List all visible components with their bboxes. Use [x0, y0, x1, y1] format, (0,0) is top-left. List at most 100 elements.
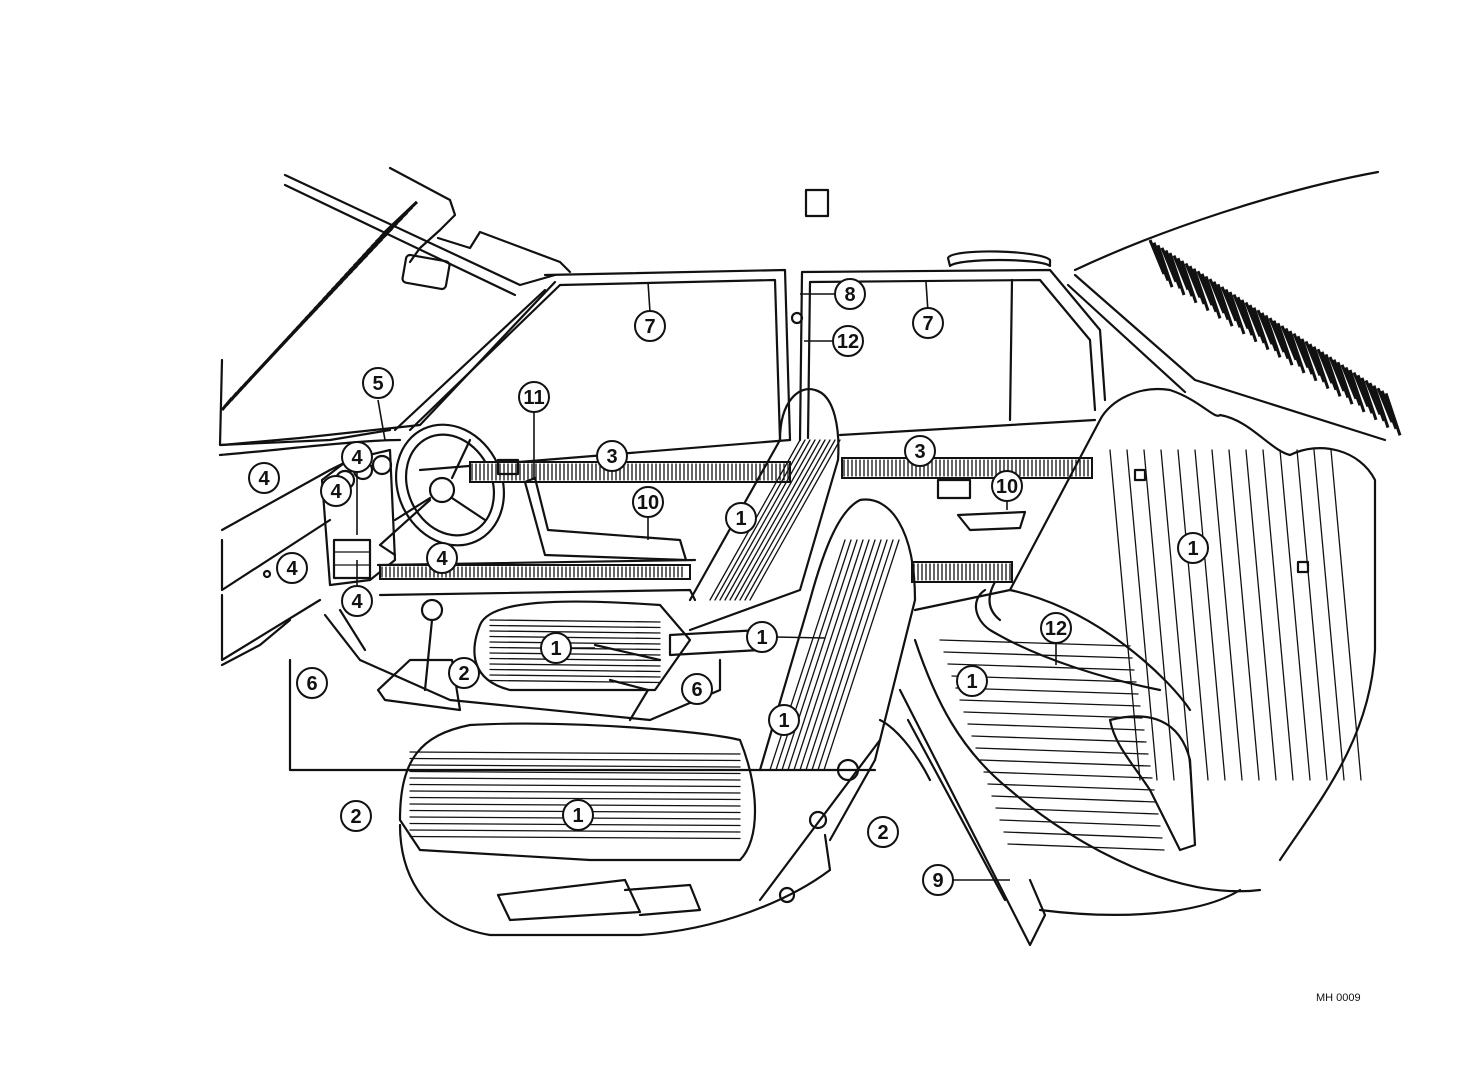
hatch-line — [489, 657, 661, 662]
hatch-line — [734, 439, 826, 601]
hatch-line — [793, 539, 870, 771]
hatch-line — [971, 735, 1147, 743]
hatch-line — [1276, 322, 1294, 366]
hatch-line — [1184, 262, 1202, 298]
hatch-line — [729, 439, 821, 601]
hatch-line — [383, 200, 419, 234]
hatch-line — [1168, 252, 1186, 296]
callout-9: 9 — [922, 864, 954, 896]
hatch-line — [1148, 239, 1166, 275]
hatch-line — [1126, 449, 1158, 781]
hatch-line — [1196, 270, 1214, 306]
hatch-line — [1300, 338, 1318, 382]
callout-label: 12 — [837, 331, 859, 353]
callout-4: 4 — [341, 441, 373, 473]
hatch-line — [805, 539, 882, 771]
hatch-line — [489, 624, 661, 629]
hatch-line — [1279, 449, 1311, 781]
callout-circle — [341, 585, 373, 617]
hatch-line — [1228, 449, 1260, 781]
callout-12: 12 — [832, 325, 864, 357]
callout-label: 6 — [691, 679, 702, 701]
hatch-line — [987, 783, 1155, 791]
callout-circle — [912, 307, 944, 339]
callout-3: 3 — [904, 435, 936, 467]
hatch-line — [409, 796, 741, 801]
hatch-line — [1264, 314, 1282, 358]
dashboard — [218, 438, 402, 667]
callout-10: 10 — [632, 486, 664, 518]
dome-light — [804, 188, 830, 218]
callout-circle — [991, 470, 1023, 502]
callout-label: 6 — [306, 673, 317, 695]
hatch-line — [719, 439, 811, 601]
hatch-line — [943, 651, 1133, 659]
hatch-line — [1376, 387, 1394, 423]
hatch-line — [1143, 449, 1175, 781]
rear-door-window — [790, 250, 1107, 442]
hatch-line — [1236, 296, 1254, 336]
callout-1: 1 — [956, 665, 988, 697]
hatch-line — [1364, 379, 1382, 415]
hatch-line — [1372, 385, 1390, 429]
hatch-line — [823, 539, 900, 771]
hatch-line — [489, 635, 661, 640]
callout-circle — [518, 381, 550, 413]
hatch-line — [1220, 286, 1238, 322]
hatch-line — [1160, 449, 1192, 781]
callout-11: 11 — [518, 381, 550, 413]
hatch-line — [1232, 294, 1250, 330]
leader-lines — [356, 293, 1057, 665]
callout-4: 4 — [426, 542, 458, 574]
callout-label: 1 — [1187, 538, 1198, 560]
hatch-line — [1152, 242, 1170, 282]
hatch-line — [1360, 377, 1378, 421]
hatch-line — [983, 771, 1153, 779]
hatch-line — [1192, 268, 1210, 312]
hatch-line — [967, 723, 1145, 731]
hatch-line — [1180, 260, 1198, 304]
hatch-line — [1156, 244, 1174, 288]
callout-12: 12 — [1040, 612, 1072, 644]
callout-label: 3 — [914, 441, 925, 463]
hatch-line — [811, 539, 888, 771]
hatch-line — [409, 751, 741, 755]
hatch-line — [1256, 309, 1274, 345]
callout-7: 7 — [912, 307, 944, 339]
callout-label: 9 — [932, 870, 943, 892]
callout-label: 1 — [756, 627, 767, 649]
callout-8: 8 — [834, 278, 866, 310]
hatch-line — [1244, 301, 1262, 337]
hatch-line — [1292, 333, 1310, 369]
callout-circle — [834, 278, 866, 310]
callout-circle — [956, 665, 988, 697]
callout-label: 4 — [286, 558, 298, 580]
callout-circle — [768, 704, 800, 736]
callout-label: 1 — [966, 671, 977, 693]
callout-3: 3 — [596, 440, 628, 472]
right-roof — [1066, 170, 1402, 442]
steering-wheel — [378, 423, 506, 557]
hatch-line — [1172, 255, 1190, 291]
callout-circle — [681, 673, 713, 705]
hatch-line — [1007, 843, 1165, 851]
hatch-line — [1280, 325, 1298, 361]
hatch-line — [1272, 320, 1290, 360]
callout-circle — [867, 816, 899, 848]
passenger-seat — [398, 498, 917, 937]
callout-label: 12 — [1045, 618, 1067, 640]
hatch-line — [1352, 372, 1370, 408]
hatch-line — [409, 764, 741, 768]
rear-seat — [913, 387, 1377, 916]
hatch-line — [1304, 340, 1322, 376]
driver-seat — [473, 387, 841, 692]
left-windshield — [218, 173, 557, 447]
hatch-line — [1288, 330, 1306, 374]
callout-6: 6 — [296, 667, 328, 699]
callout-circle — [1040, 612, 1072, 644]
hatch-line — [1262, 449, 1294, 781]
callout-2: 2 — [448, 657, 480, 689]
hatch-line — [1003, 831, 1163, 839]
